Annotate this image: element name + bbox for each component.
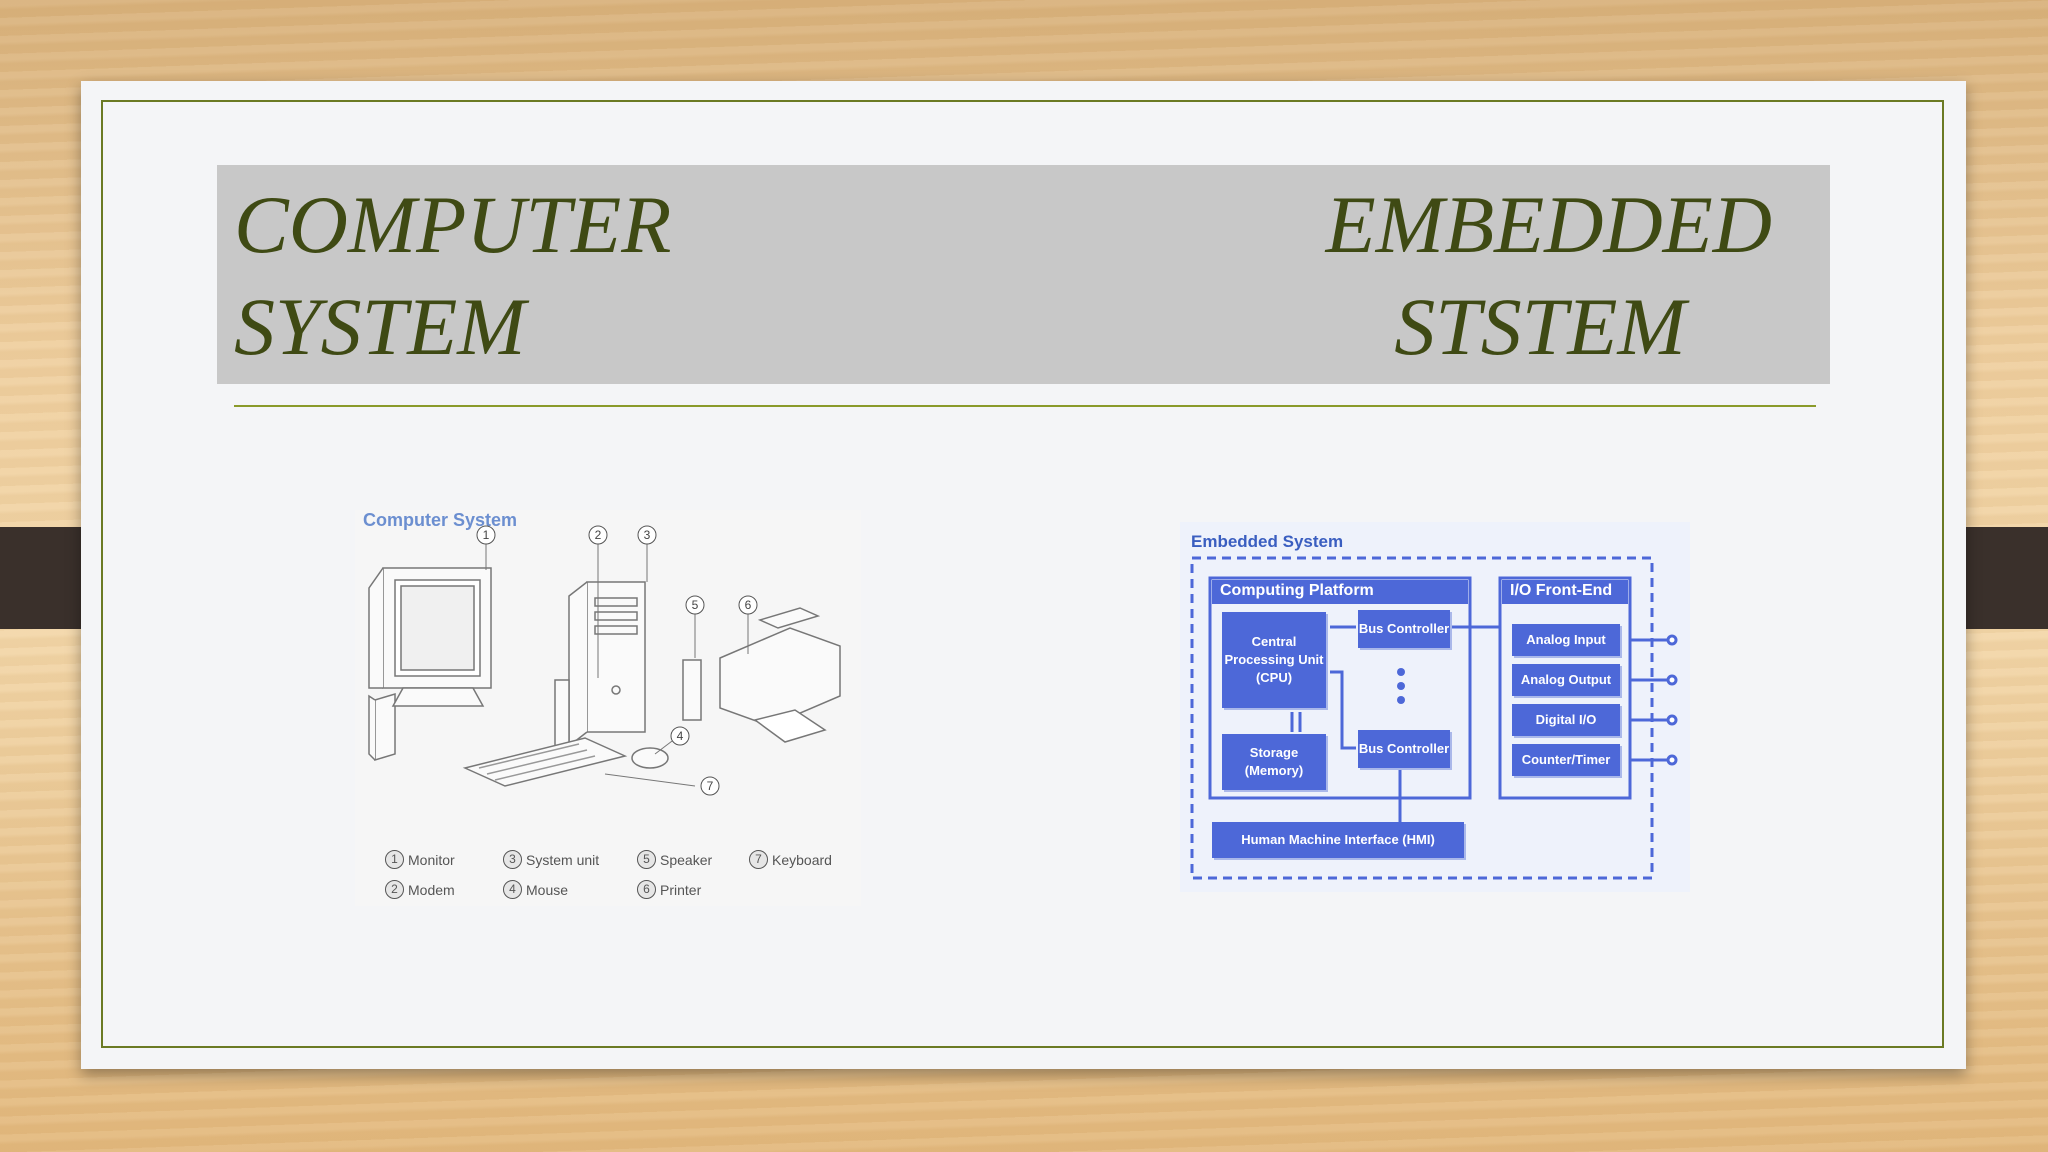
modem-icon [554,679,570,751]
left-title-line-1: COMPUTER [234,179,672,270]
computer-system-drawing: 1 2 3 5 6 4 7 [368,525,841,796]
keyboard-icon [462,737,628,787]
callout-6: 6 [738,595,758,615]
right-title-line-2: STSTEM [1394,281,1686,372]
speaker-right-icon [682,659,702,721]
embedded-system-connectors [1190,556,1678,880]
analog-output-block: Analog Output [1512,664,1620,696]
computer-system-figure: Computer System [355,510,861,906]
callout-6-label: 6 [745,598,752,612]
mouse-icon [631,747,669,769]
callout-7-label: 7 [707,779,714,793]
printer-icon [719,627,841,727]
callout-7: 7 [700,776,720,796]
counter-timer-block: Counter/Timer [1512,744,1620,776]
callout-2-label: 2 [595,528,602,542]
callout-3-label: 3 [644,528,651,542]
callout-4-label: 4 [677,729,684,743]
callout-3: 3 [637,525,657,545]
callout-5-label: 5 [692,598,699,612]
io-front-end-label: I/O Front-End [1510,582,1613,599]
left-title: COMPUTER SYSTEM [234,174,671,378]
right-title: EMBEDDED STSTEM [1290,174,1790,378]
bus-controller-block-2: Bus Controller [1358,730,1450,768]
callout-1: 1 [476,525,496,545]
callout-4: 4 [670,726,690,746]
cpu-block: Central Processing Unit (CPU) [1222,612,1326,708]
callout-1-label: 1 [483,528,490,542]
digital-io-block: Digital I/O [1512,704,1620,736]
storage-block: Storage (Memory) [1222,734,1326,790]
callout-2: 2 [588,525,608,545]
hmi-block: Human Machine Interface (HMI) [1212,822,1464,858]
analog-input-block: Analog Input [1512,624,1620,656]
computer-system-title: Computer System [363,510,518,530]
slide-frame [101,100,1944,1048]
title-bar [217,165,1830,384]
callout-5: 5 [685,595,705,615]
title-underline [234,405,1816,407]
embedded-system-title: Embedded System [1191,532,1344,551]
embedded-system-figure: Embedded System Co [1180,522,1690,892]
speaker-left-icon [374,692,396,762]
computing-platform-label: Computing Platform [1220,582,1374,599]
right-title-line-1: EMBEDDED [1325,179,1772,270]
bus-controller-block-1: Bus Controller [1358,610,1450,648]
left-title-line-2: SYSTEM [234,281,526,372]
